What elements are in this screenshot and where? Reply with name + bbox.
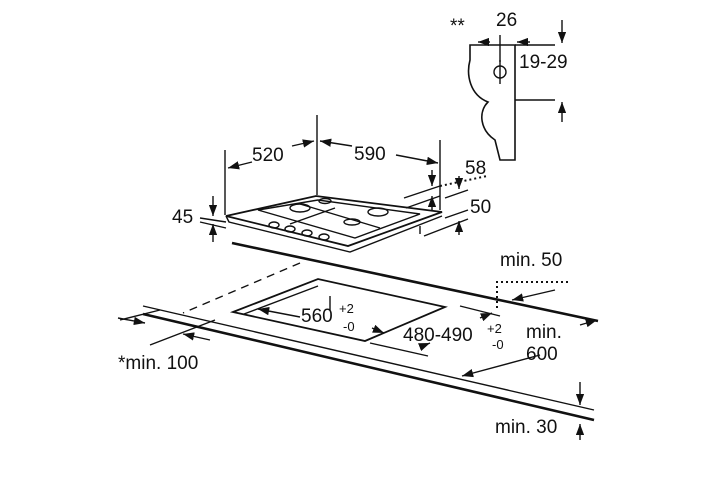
bracket-note: ** bbox=[450, 16, 465, 37]
hob-depth-label: 520 bbox=[252, 145, 284, 166]
counter-depth-label-2: 600 bbox=[526, 344, 558, 365]
hob-width-label: 590 bbox=[354, 144, 386, 165]
bracket-width-label: 26 bbox=[496, 10, 517, 31]
thickness-label: min. 30 bbox=[495, 417, 557, 438]
cutout-depth-tol-minus: -0 bbox=[492, 337, 504, 352]
side-clearance-label: *min. 100 bbox=[118, 353, 198, 374]
offset-label: 58 bbox=[465, 158, 486, 179]
hob bbox=[225, 195, 443, 253]
back-clearance-label: min. 50 bbox=[500, 250, 562, 271]
cutout-depth-tol-plus: +2 bbox=[487, 321, 502, 336]
bracket-height-label: 19-29 bbox=[519, 52, 568, 73]
cutout-width-tol-minus: -0 bbox=[343, 319, 355, 334]
counter-depth-label-1: min. bbox=[526, 322, 562, 343]
mounting-bracket bbox=[467, 20, 567, 161]
cutout-width-tol-plus: +2 bbox=[339, 301, 354, 316]
side-label: 50 bbox=[470, 197, 491, 218]
hob-height-label: 45 bbox=[172, 207, 193, 228]
control-knobs bbox=[268, 221, 330, 241]
cutout-depth-label: 480-490 bbox=[403, 325, 473, 346]
countertop bbox=[142, 241, 599, 422]
cutout-width-label: 560 bbox=[301, 306, 333, 327]
